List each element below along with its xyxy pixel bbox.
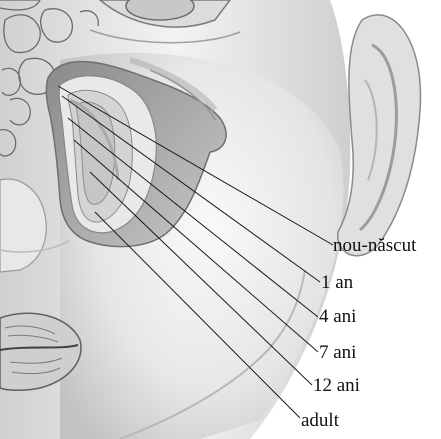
label-newborn: nou-născut bbox=[333, 236, 416, 255]
label-12-ani: 12 ani bbox=[313, 376, 360, 395]
label-1-an: 1 an bbox=[321, 273, 353, 292]
label-4-ani: 4 ani bbox=[319, 307, 356, 326]
label-adult: adult bbox=[301, 411, 339, 430]
label-7-ani: 7 ani bbox=[319, 343, 356, 362]
